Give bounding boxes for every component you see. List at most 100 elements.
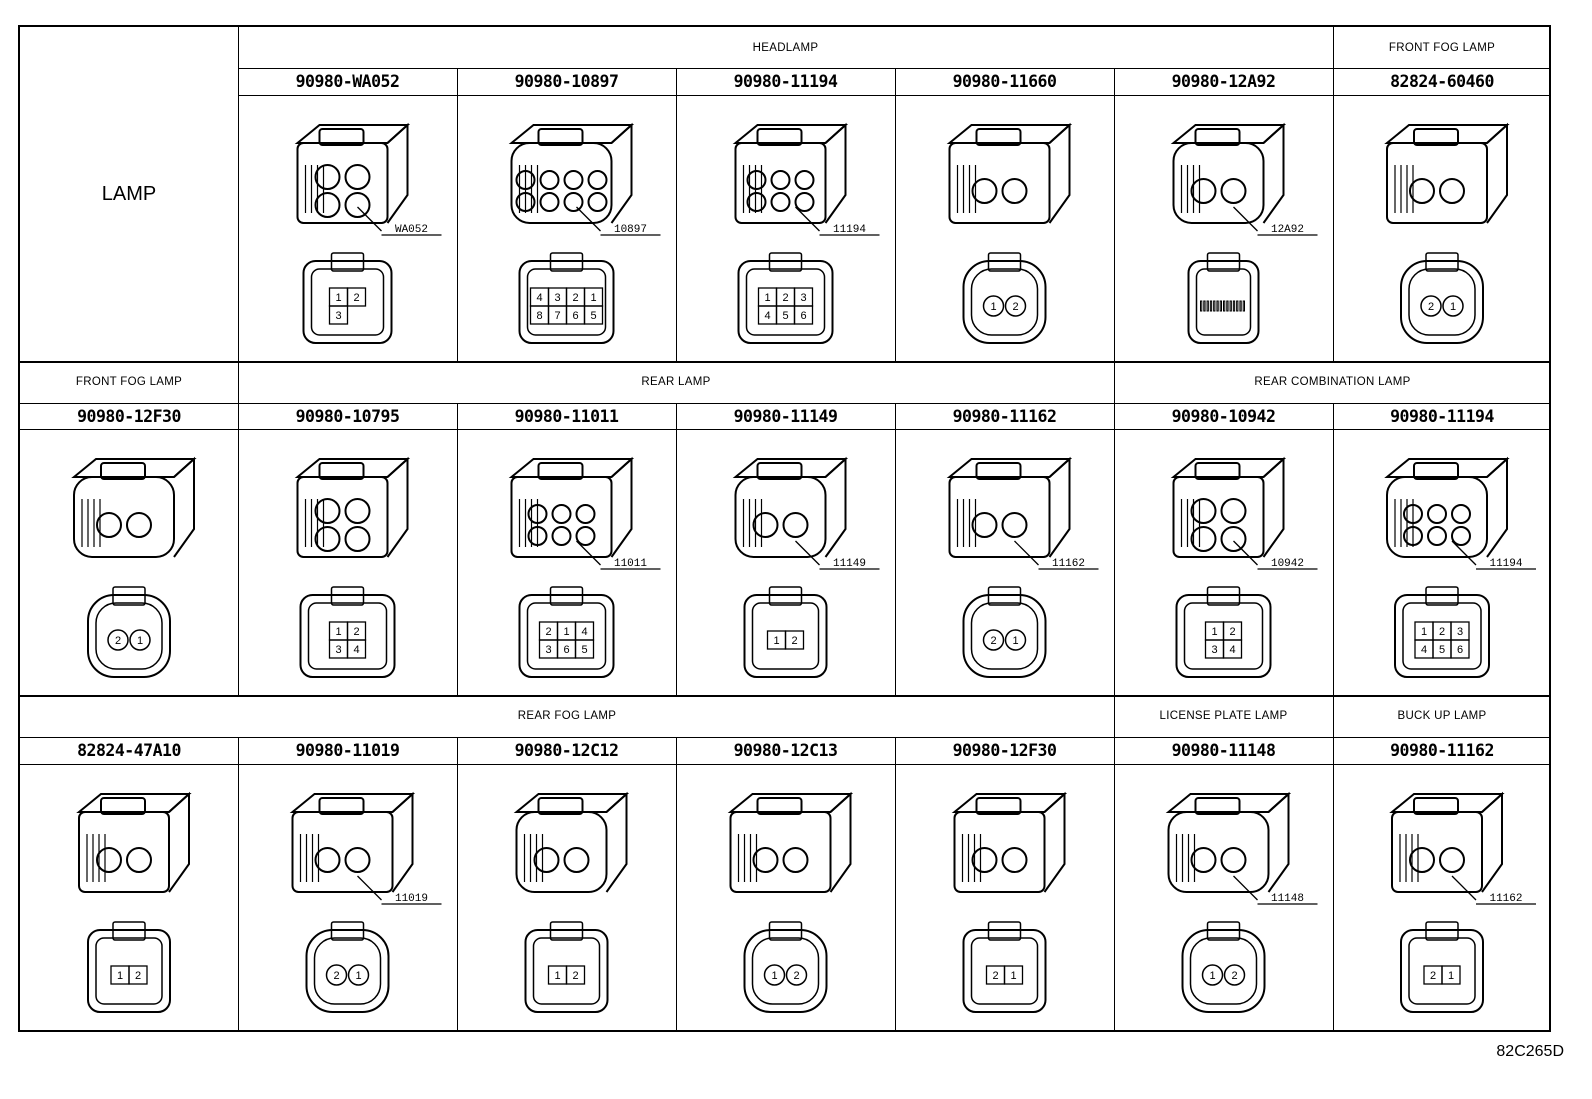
housing-latch <box>1413 462 1459 480</box>
pin-cavity <box>583 305 604 325</box>
column-divider <box>895 737 896 1030</box>
face-lock <box>1425 586 1459 606</box>
part-number: 90980-12F30 <box>77 406 181 426</box>
pin-number: 3 <box>335 310 341 322</box>
part-number: 90980-11162 <box>952 406 1057 426</box>
leader-arrow <box>357 206 382 232</box>
face-lock <box>768 586 803 606</box>
group-divider <box>20 403 1551 404</box>
housing-side-face <box>386 122 409 224</box>
housing-latch <box>1194 797 1241 815</box>
terminal-slot <box>1242 300 1245 312</box>
pin-cavity <box>565 965 586 985</box>
pin-number: 6 <box>572 310 578 322</box>
cavity <box>527 526 548 546</box>
cavity <box>746 192 767 212</box>
group-label: FRONT FOG LAMP <box>1388 41 1496 54</box>
terminal-slot <box>1213 300 1216 312</box>
pin-number: 2 <box>333 970 339 982</box>
pin-number: 2 <box>135 970 141 982</box>
part-number: 90980-10897 <box>514 72 619 91</box>
cavity <box>539 192 560 212</box>
terminal-slot <box>1226 300 1229 312</box>
pin-number: 1 <box>554 970 560 982</box>
pin-number: 1 <box>773 635 779 647</box>
pin-number: 1 <box>1448 970 1454 982</box>
cavity <box>782 512 809 538</box>
cavity <box>1427 504 1447 524</box>
connector-housing-icon <box>727 791 854 893</box>
housing-side-face <box>1048 456 1071 558</box>
pin-number: 1 <box>137 635 143 647</box>
face-lock <box>549 921 584 941</box>
face-outline <box>962 594 1047 678</box>
pin-cavity <box>346 639 367 659</box>
pin-cavity <box>1004 629 1027 651</box>
partnumber-divider <box>238 95 1551 96</box>
cavity <box>1001 178 1028 204</box>
part-number: 90980-10942 <box>1171 406 1276 426</box>
column-divider <box>238 403 239 695</box>
part-number: 90980-11194 <box>733 72 838 91</box>
face-outline <box>737 260 834 344</box>
face-lock <box>1425 921 1459 941</box>
partnumber-divider <box>20 764 1551 765</box>
connector-housing-icon <box>732 122 849 224</box>
housing-latch <box>100 797 146 815</box>
cavity <box>344 498 371 524</box>
terminal-slot <box>1239 300 1242 312</box>
pin-number: 1 <box>563 626 569 638</box>
housing-latch <box>1413 797 1459 815</box>
cavity <box>971 847 998 873</box>
terminal-slot <box>1223 300 1226 312</box>
pin-number: 4 <box>536 292 542 304</box>
pin-number: 6 <box>563 644 569 656</box>
housing-latch <box>756 462 803 480</box>
face-lock <box>112 586 146 606</box>
face-outline <box>743 929 828 1013</box>
connector-housing-icon <box>508 122 635 224</box>
housing-front-face <box>515 811 608 893</box>
pin-number: 2 <box>545 626 551 638</box>
pin-number: 2 <box>793 970 799 982</box>
group-separator <box>1333 695 1334 737</box>
connector-housing-icon <box>76 791 192 893</box>
connector-code-label: 10942 <box>1271 558 1304 570</box>
housing-side-face <box>391 791 414 893</box>
housing-side-face <box>610 456 633 558</box>
housing-side-face <box>1262 122 1285 224</box>
pin-cavity <box>982 629 1005 651</box>
leader-arrow <box>357 875 382 901</box>
pin-number: 2 <box>572 292 578 304</box>
cavity <box>575 504 596 524</box>
pin-cavity <box>1450 639 1470 659</box>
face-lock <box>1206 586 1241 606</box>
pin-number: 2 <box>1428 301 1434 313</box>
connector-code-label: 11148 <box>1271 893 1304 905</box>
part-number: 90980-11019 <box>295 741 400 760</box>
cavity <box>1220 847 1247 873</box>
face-inner <box>1408 937 1476 1005</box>
terminal-slot <box>1219 300 1223 312</box>
pin-number: 4 <box>1229 644 1235 656</box>
part-number: 90980-12A92 <box>1171 72 1276 91</box>
pin-number: 2 <box>992 970 998 982</box>
connector-code-label: 11194 <box>1489 558 1522 570</box>
face-inner <box>526 268 607 336</box>
pin-number: 3 <box>1457 626 1463 638</box>
